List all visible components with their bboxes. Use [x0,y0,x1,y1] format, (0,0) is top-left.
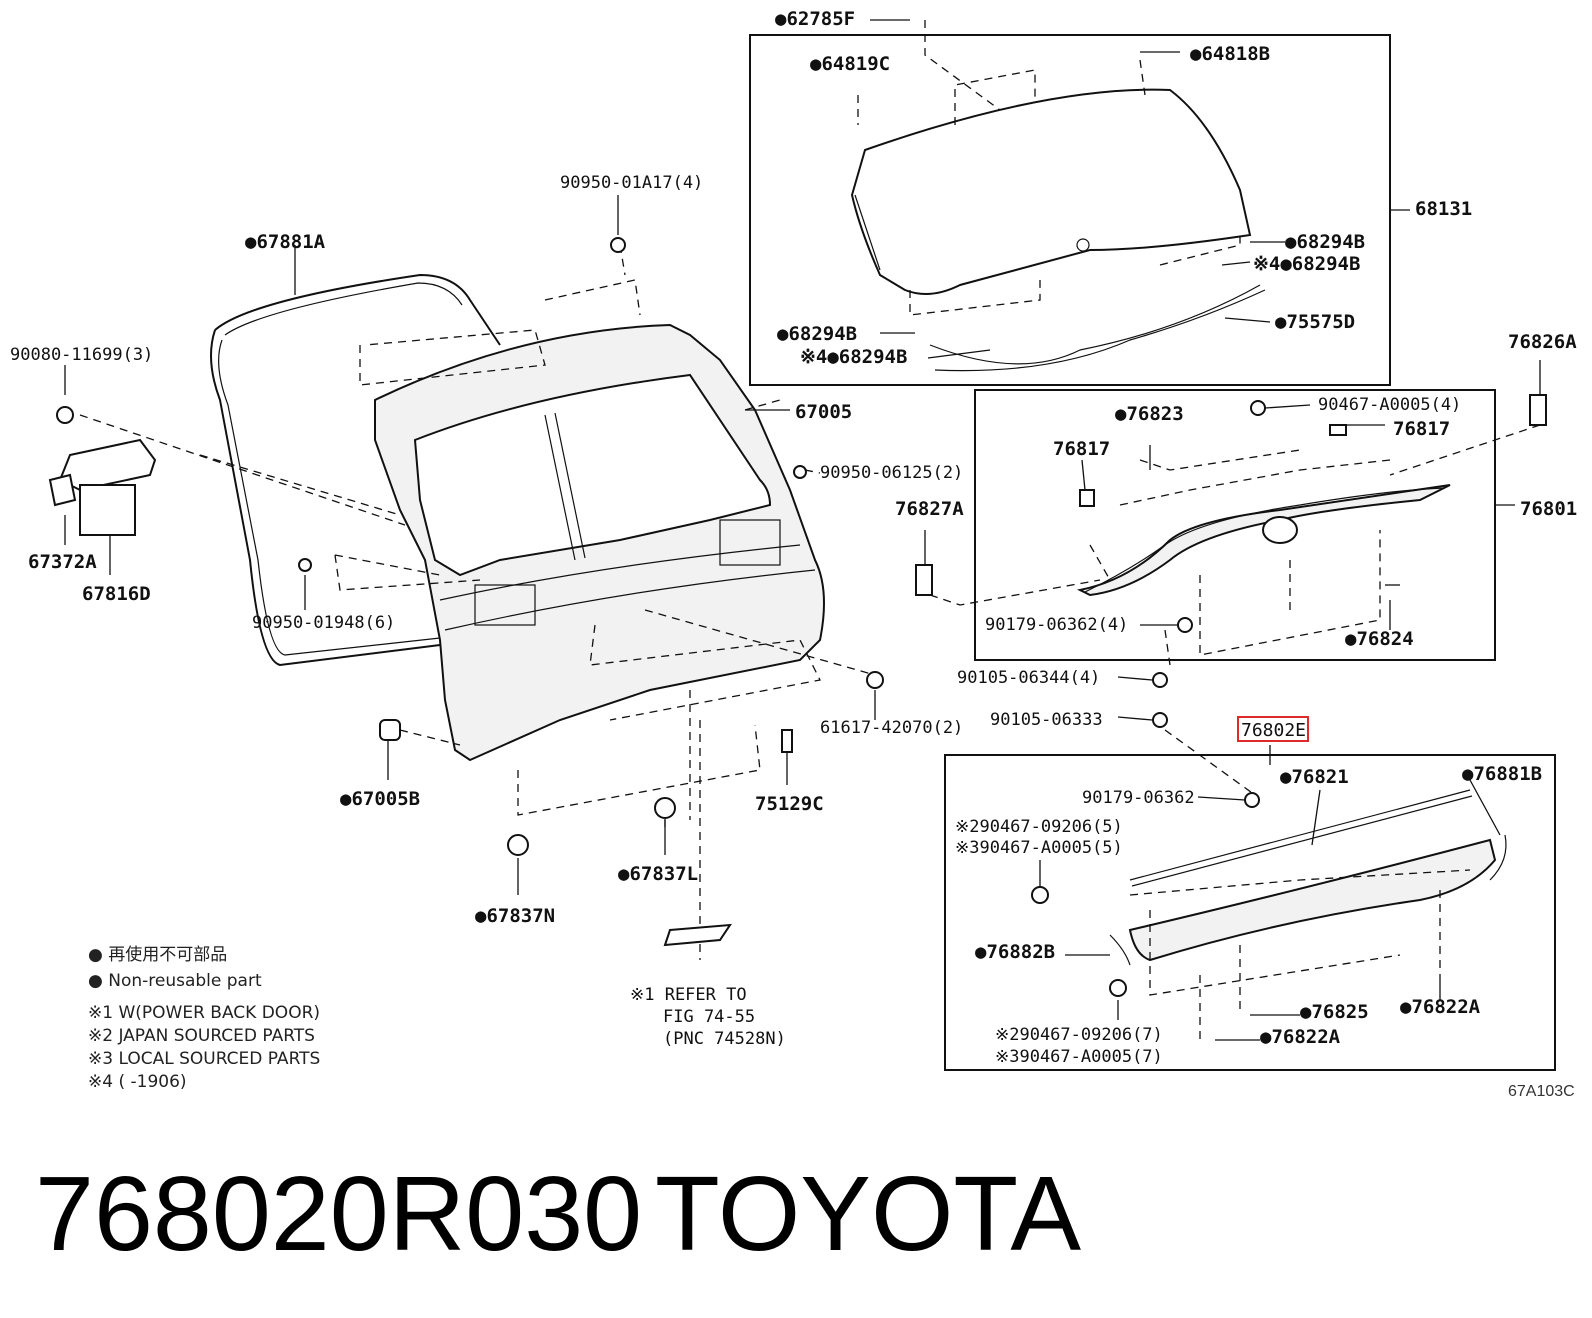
label-76827A: 76827A [895,498,964,520]
label-76801: 76801 [1520,498,1577,520]
legend-non-reusable-en: ● Non-reusable part [88,971,262,991]
label-90080-11699: 90080-11699(3) [10,345,153,365]
label-64819C: ●64819C [810,53,890,75]
upper-garnish [1076,484,1451,597]
label-76821: ●76821 [1280,766,1349,788]
label-90105-06344: 90105-06344(4) [957,668,1100,688]
label-75129C: 75129C [755,793,824,815]
label-67005: 67005 [795,401,852,423]
brand-name: TOYOTA [655,1155,1081,1273]
label-76822A-a: ●76822A [1400,996,1481,1018]
label-67372A: 67372A [28,551,97,573]
label-90467-A0005-7: ※390467-A0005(7) [995,1047,1163,1067]
label-76826A: 76826A [1508,331,1577,353]
label-76823: ●76823 [1115,403,1184,425]
label-90467-09206-7: ※290467-09206(7) [995,1025,1163,1045]
refer-note-line1: ※1 REFER TO [630,985,747,1005]
label-76802E: 76802E [1241,720,1306,741]
label-76825: ●76825 [1300,1001,1369,1023]
label-76817-a: 76817 [1393,418,1450,440]
lower-garnish-group-box [944,754,1556,1071]
label-90950-01948: 90950-01948(6) [252,613,395,633]
label-90467-A0005-5: ※390467-A0005(5) [955,838,1123,858]
back-door-hinge [48,438,157,536]
label-90950-06125: 90950-06125(2) [820,463,963,483]
label-68294B-c: ●68294B [777,323,857,345]
label-75575D: ●75575D [1275,311,1355,333]
label-61617-42070: 61617-42070(2) [820,718,963,738]
label-68294B-b: ※4●68294B [1253,253,1360,275]
diagram-code: 67A103C [1508,1083,1575,1100]
refer-note-line2: FIG 74-55 [663,1007,755,1027]
back-door-panel [374,323,825,762]
legend-note-1: ※1 W(POWER BACK DOOR) [88,1003,320,1023]
label-76881B: ●76881B [1462,763,1542,785]
label-67816D: 67816D [82,583,151,605]
label-68294B-d: ※4●68294B [800,346,907,368]
label-68294B-a: ●68294B [1285,231,1365,253]
weatherstrip [210,273,501,667]
legend-note-2: ※2 JAPAN SOURCED PARTS [88,1026,315,1046]
lower-garnish [1109,789,1507,966]
part-number: 768020R030 [35,1155,642,1273]
label-62785F: ●62785F [775,8,855,30]
legend-non-reusable-jp: ● 再使用不可部品 [88,944,227,965]
label-76822A-b: ●76822A [1260,1026,1341,1048]
highlight-box [1237,716,1309,742]
refer-note-line3: (PNC 74528N) [663,1029,786,1049]
label-67005B: ●67005B [340,788,420,810]
label-90179-06362-4: 90179-06362(4) [985,615,1128,635]
label-68131: 68131 [1415,198,1472,220]
label-90950-01A17: 90950-01A17(4) [560,173,703,193]
label-67837N: ●67837N [475,905,555,927]
label-90179-06362: 90179-06362 [1082,788,1195,808]
label-90467-A0005-4: 90467-A0005(4) [1318,395,1461,415]
label-90105-06333: 90105-06333 [990,710,1103,730]
label-64818B: ●64818B [1190,43,1270,65]
back-door-glass [850,88,1266,372]
clip-fastener [56,237,1547,997]
label-67881A: ●67881A [245,231,326,253]
label-67837L: ●67837L [618,863,698,885]
legend-note-3: ※3 LOCAL SOURCED PARTS [88,1049,320,1069]
label-76824: ●76824 [1345,628,1414,650]
label-76882B: ●76882B [975,941,1055,963]
legend-note-4: ※4 ( -1906) [88,1072,187,1092]
garnish-group-box [974,389,1496,661]
label-90467-09206-5: ※290467-09206(5) [955,817,1123,837]
label-76817-b: 76817 [1053,438,1110,460]
